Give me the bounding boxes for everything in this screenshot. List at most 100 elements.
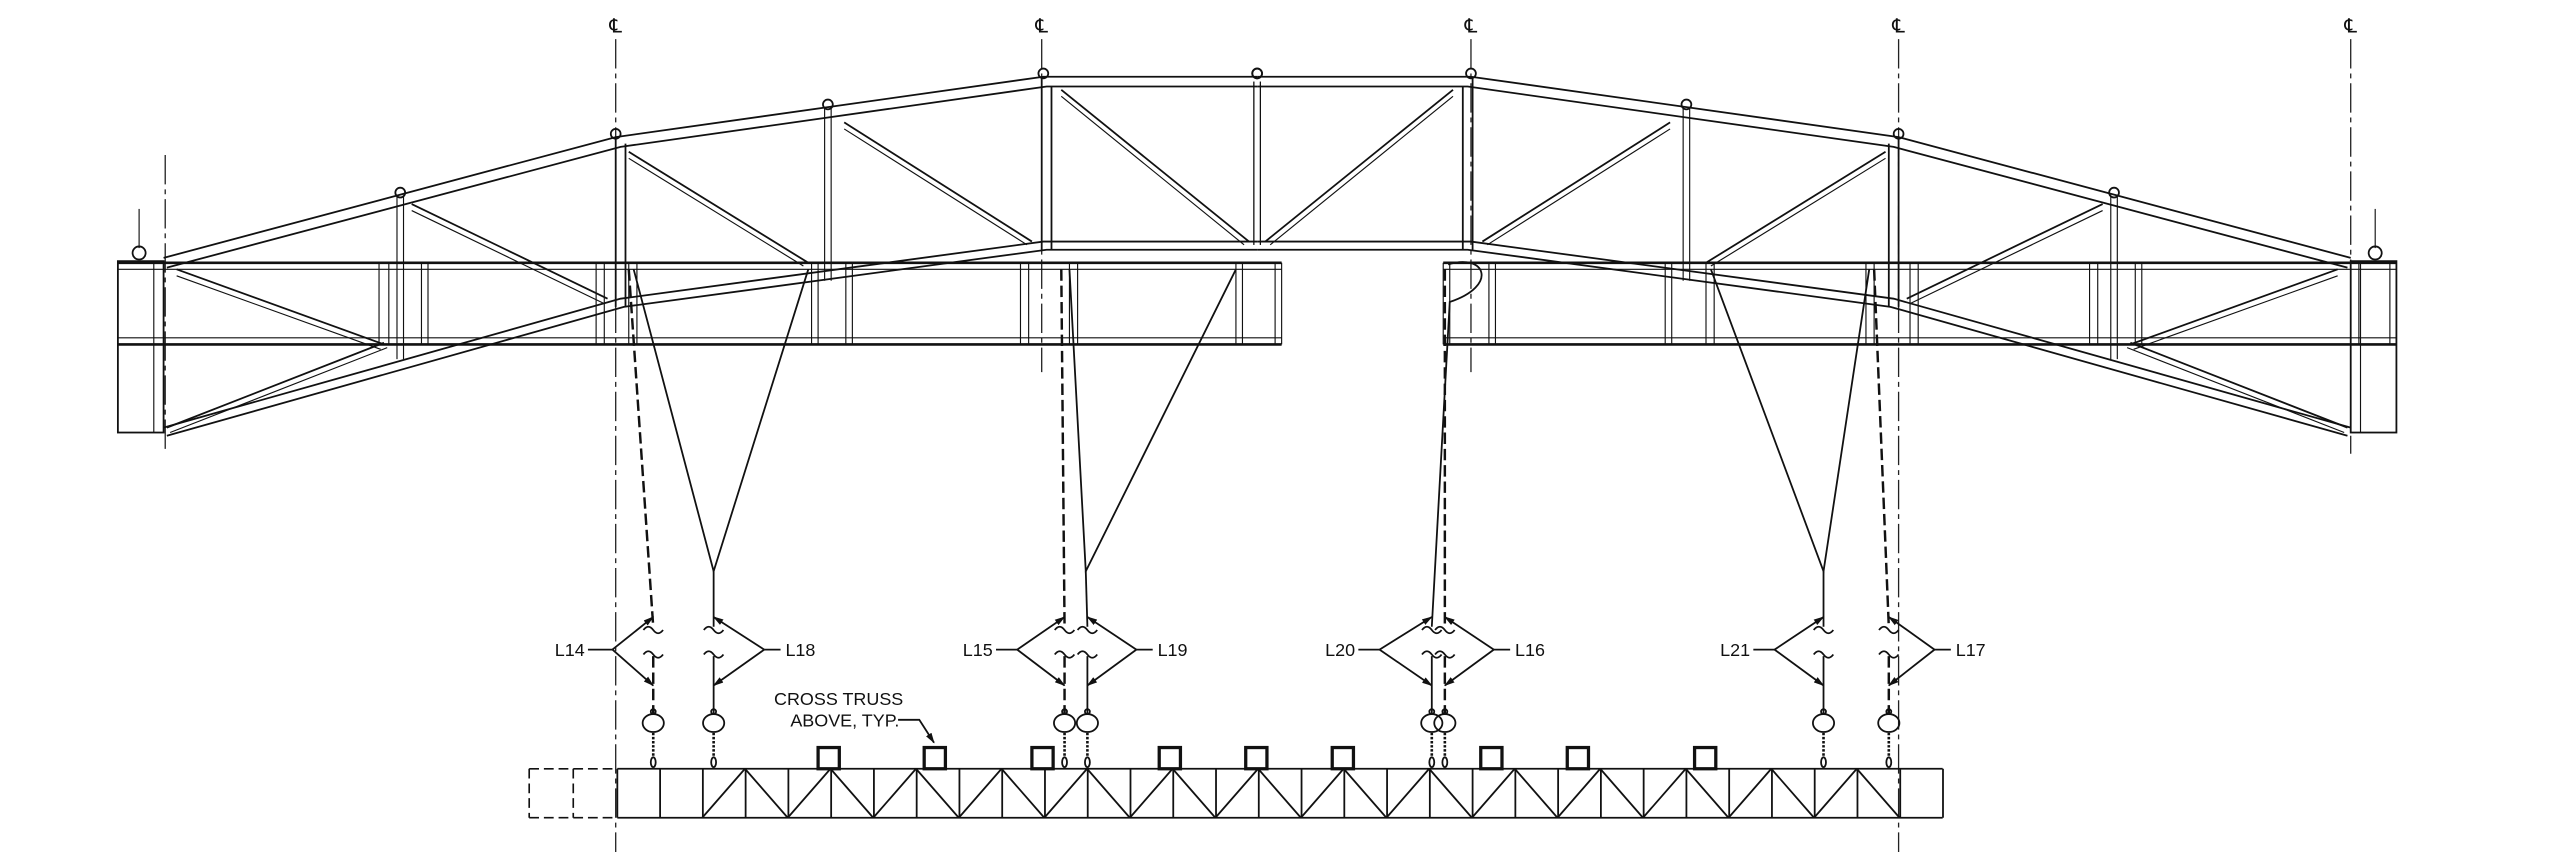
bottom-truss-diagonal	[1214, 768, 1259, 819]
leader-arrow	[1086, 648, 1137, 687]
centerlines: ℄ ℄ ℄ ℄ ℄	[164, 15, 2357, 852]
leader-arrow	[1086, 616, 1137, 651]
cross-truss-box	[1692, 745, 1718, 771]
shackle	[1433, 713, 1457, 733]
leader-arrow	[1016, 616, 1066, 651]
bottom-truss-diagonal	[1514, 768, 1559, 819]
chain-link	[1428, 756, 1436, 769]
bottom-truss-diagonal	[1642, 768, 1687, 819]
arched-truss-right-half	[1251, 67, 2398, 437]
cross-truss-box	[1565, 745, 1591, 771]
shackle	[1812, 713, 1836, 733]
cross-truss-note: CROSS TRUSS ABOVE, TYP.	[774, 689, 935, 744]
arched-truss	[116, 67, 2398, 437]
bottom-truss-diagonal	[1556, 768, 1601, 819]
label-l18: L18	[785, 640, 815, 660]
shackle	[641, 713, 665, 733]
chain-link	[710, 756, 717, 769]
break-mark	[642, 625, 664, 635]
bottom-truss-diagonal	[1685, 768, 1730, 819]
cable-lower-hardware	[641, 625, 1901, 769]
bottom-truss-diagonal	[1813, 768, 1858, 819]
bottom-truss-diagonal	[787, 768, 832, 819]
break-mark	[1878, 650, 1900, 659]
box-truss-right	[1443, 261, 2397, 346]
bottom-truss-diagonal	[958, 768, 1003, 819]
bottom-truss-diagonal	[1257, 768, 1302, 819]
centerline-symbol: ℄	[608, 15, 622, 38]
leader-arrow	[1887, 648, 1936, 687]
break-mark	[703, 650, 725, 659]
break-mark	[1813, 625, 1835, 635]
label-l16: L16	[1515, 640, 1545, 660]
chain-link	[1084, 756, 1091, 769]
leader-arrow	[1887, 616, 1936, 651]
bottom-truss-diagonal	[1727, 768, 1772, 819]
leader-arrow	[1379, 616, 1433, 651]
break-mark	[1054, 625, 1076, 635]
bottom-truss-diagonal	[1086, 768, 1131, 819]
bottom-truss-diagonal	[1471, 768, 1516, 819]
break-mark	[1878, 625, 1900, 635]
chain-link	[1441, 756, 1449, 769]
break-mark	[1421, 650, 1443, 659]
cross-truss-box	[1157, 745, 1183, 771]
leader-arrow	[611, 616, 655, 651]
bottom-truss-diagonal	[1770, 768, 1815, 819]
break-mark	[1434, 625, 1456, 635]
break-mark	[1421, 625, 1443, 635]
centerline-symbol: ℄	[1034, 15, 1048, 38]
chain-link	[1820, 756, 1827, 769]
centerline-symbol: ℄	[1464, 15, 1478, 38]
shackle	[1877, 713, 1901, 733]
leader-arrow	[1443, 616, 1495, 651]
bottom-truss-diagonal	[1000, 768, 1045, 819]
bottom-truss-diagonal	[701, 768, 746, 819]
shackle	[702, 713, 726, 733]
chain-link	[649, 756, 657, 769]
rigging-cables	[627, 261, 1901, 769]
bottom-truss-diagonal	[1129, 768, 1174, 819]
arched-truss-left-half	[116, 67, 1263, 437]
bottom-truss-diagonal	[1043, 768, 1088, 819]
shackle	[1053, 713, 1077, 733]
cross-truss-boxes	[816, 745, 1718, 771]
cross-truss-box	[1479, 745, 1504, 771]
box-truss	[117, 261, 2397, 346]
label-l14: L14	[555, 640, 585, 660]
chain-link	[1061, 756, 1068, 769]
leader-arrow	[1016, 648, 1066, 687]
break-mark	[1054, 650, 1076, 659]
bottom-truss-diagonal	[1300, 768, 1345, 819]
bottom-truss-diagonal	[829, 768, 874, 819]
break-mark	[1076, 650, 1098, 659]
bottom-truss-diagonal	[744, 768, 789, 819]
bottom-truss-diagonal	[1599, 768, 1644, 819]
bottom-truss-diagonal	[1856, 768, 1901, 819]
label-l20: L20	[1325, 640, 1355, 660]
cross-truss-box	[1330, 745, 1356, 771]
bottom-truss-diagonal	[1385, 768, 1430, 819]
box-truss-posts	[378, 262, 2397, 345]
box-truss-left	[117, 261, 1282, 346]
bottom-truss	[528, 745, 1944, 819]
break-mark	[642, 650, 664, 659]
leader-arrow	[611, 648, 655, 687]
break-mark	[1076, 625, 1098, 635]
leader-arrow	[712, 616, 765, 651]
label-l17: L17	[1956, 640, 1986, 660]
bottom-truss-diagonal	[872, 768, 917, 819]
label-l15: L15	[963, 640, 993, 660]
cross-truss-box	[816, 745, 841, 771]
label-l19: L19	[1158, 640, 1188, 660]
note-line-1: CROSS TRUSS	[774, 689, 903, 709]
leader-arrow	[1379, 648, 1433, 687]
bottom-truss-diagonal	[1171, 768, 1217, 819]
cross-truss-box	[1244, 745, 1269, 771]
line-labels: L14 L18 L15 L19 L20 L16 L21 L17	[555, 616, 1986, 687]
note-line-2: ABOVE, TYP.	[790, 710, 899, 730]
centerline-symbol: ℄	[1891, 15, 1905, 38]
leader-arrow	[1774, 648, 1825, 687]
label-l21: L21	[1720, 640, 1750, 660]
